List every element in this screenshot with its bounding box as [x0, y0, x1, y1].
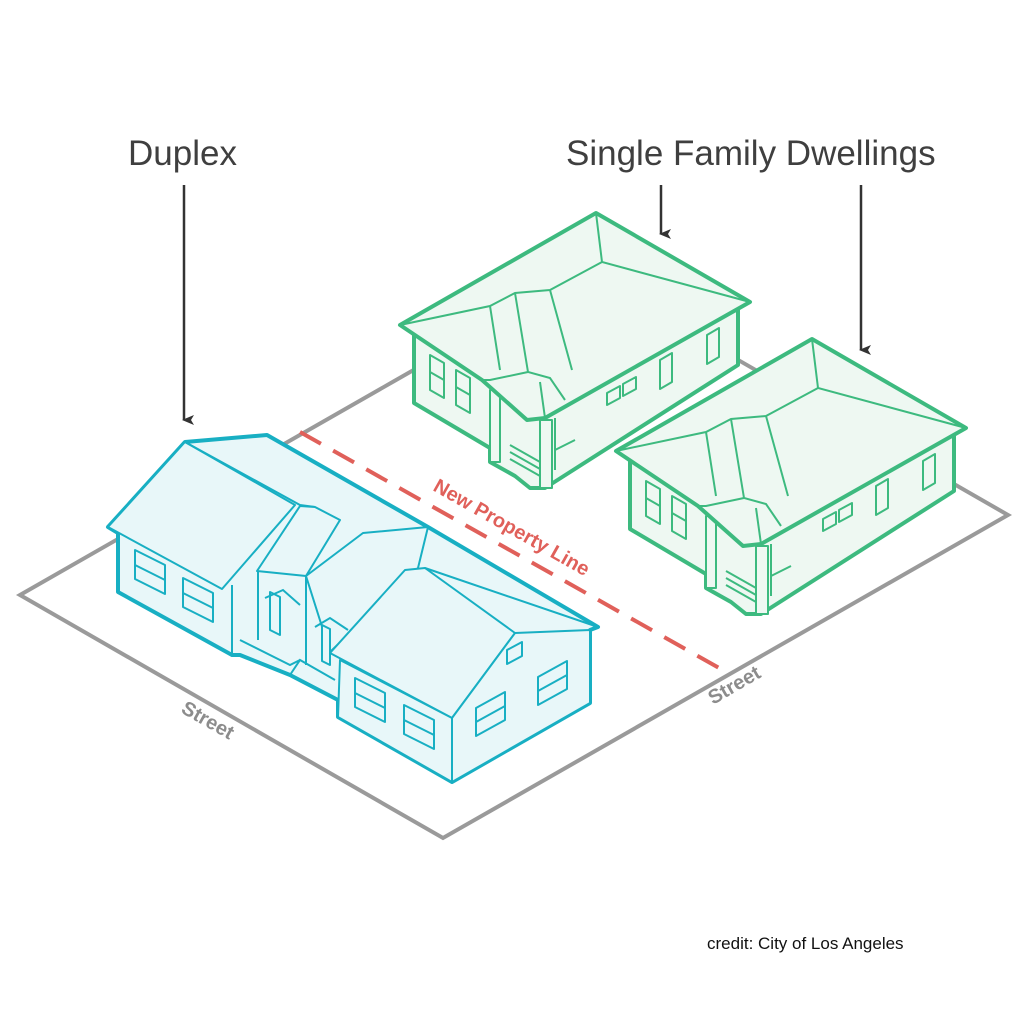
credit-text: credit: City of Los Angeles: [707, 934, 904, 953]
property-line: [299, 430, 729, 675]
street-label-right: Street: [705, 662, 765, 710]
single-family-label: Single Family Dwellings: [566, 134, 936, 173]
lot-outline: [15, 269, 1013, 841]
duplex-building: [106, 433, 600, 784]
duplex-label: Duplex: [128, 134, 237, 173]
